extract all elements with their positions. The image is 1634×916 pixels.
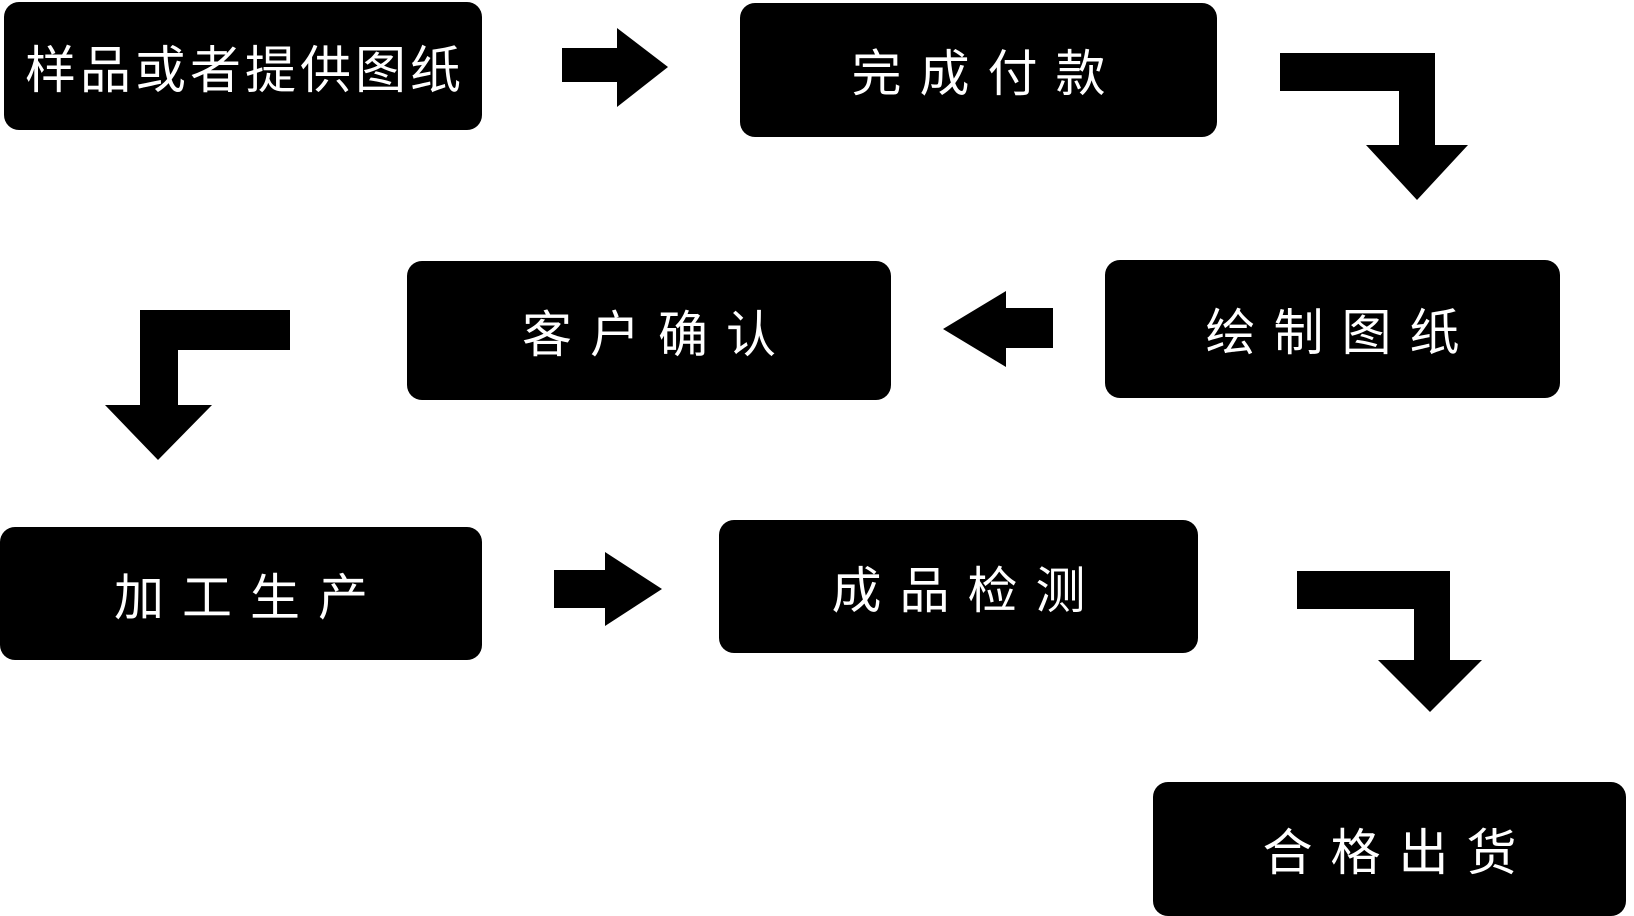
flow-node-draw-drawings: 绘制图纸 xyxy=(1105,260,1560,398)
arrow-corner-right-down-icon xyxy=(1297,571,1482,712)
flow-node-product-inspection: 成品检测 xyxy=(719,520,1198,653)
flow-node-payment: 完成付款 xyxy=(740,3,1217,137)
flow-node-sample-or-drawing: 样品或者提供图纸 xyxy=(4,2,482,130)
flow-node-qualified-shipment: 合格出货 xyxy=(1153,782,1626,916)
arrow-right-icon xyxy=(554,552,662,626)
flow-node-customer-confirm: 客户确认 xyxy=(407,261,891,400)
arrow-right-icon xyxy=(562,28,668,107)
arrow-left-icon xyxy=(943,291,1053,367)
arrow-corner-right-down-icon xyxy=(1280,53,1468,200)
arrow-corner-left-down-icon xyxy=(105,310,290,460)
flow-node-production: 加工生产 xyxy=(0,527,482,660)
